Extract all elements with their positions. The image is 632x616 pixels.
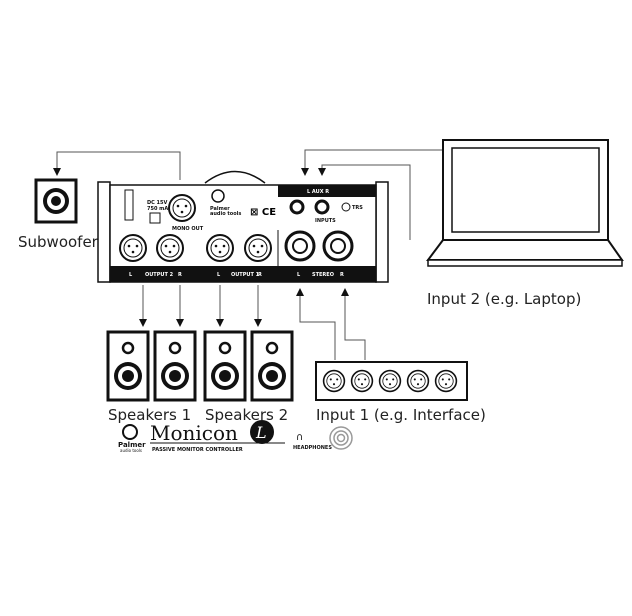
svg-text:DC 15V: DC 15V: [147, 200, 168, 206]
speaker-1-right: [153, 330, 197, 402]
svg-text:Monicon: Monicon: [150, 421, 238, 445]
ce-mark: ⊠ CE: [250, 207, 276, 218]
input2-label: Input 2 (e.g. Laptop): [427, 290, 581, 308]
speakers2-label: Speakers 2: [205, 406, 288, 424]
svg-text:L AUX R: L AUX R: [307, 189, 329, 195]
svg-text:R: R: [340, 272, 344, 278]
svg-text:R: R: [178, 272, 182, 278]
svg-text:Palmer: Palmer: [210, 206, 230, 212]
speaker-2-right: [250, 330, 294, 402]
svg-text:PASSIVE MONITOR CONTROLLER: PASSIVE MONITOR CONTROLLER: [152, 447, 243, 453]
svg-text:OUTPUT 1: OUTPUT 1: [231, 272, 260, 278]
svg-text:750 mA: 750 mA: [147, 206, 168, 212]
svg-text:OUTPUT 2: OUTPUT 2: [145, 272, 174, 278]
svg-text:Palmer: Palmer: [118, 441, 146, 449]
svg-text:audio tools: audio tools: [120, 448, 142, 453]
subwoofer: [34, 178, 78, 224]
svg-text:R: R: [258, 272, 262, 278]
audio-interface: [315, 361, 468, 401]
svg-text:L: L: [129, 272, 133, 278]
svg-text:TRS: TRS: [352, 205, 363, 211]
svg-text:L: L: [217, 272, 221, 278]
svg-text:INPUTS: INPUTS: [315, 218, 336, 224]
svg-text:HEADPHONES: HEADPHONES: [293, 445, 332, 451]
speaker-2-left: [203, 330, 247, 402]
svg-text:MONO OUT: MONO OUT: [172, 226, 204, 232]
monicon-device-rear-panel: L AUX R TRS INPUTS DC 15V 750 mA MONO OU…: [97, 170, 389, 283]
subwoofer-label: Subwoofer: [18, 233, 99, 251]
svg-text:L: L: [255, 423, 267, 442]
laptop: [426, 139, 624, 267]
cables: [53, 149, 443, 360]
speakers1-label: Speakers 1: [108, 406, 191, 424]
svg-text:audio tools: audio tools: [210, 211, 241, 217]
input1-label: Input 1 (e.g. Interface): [316, 406, 486, 424]
svg-text:L: L: [297, 272, 301, 278]
monicon-logo: Palmer audio tools Monicon L PASSIVE MON…: [118, 420, 353, 453]
svg-text:STEREO: STEREO: [312, 272, 334, 278]
speaker-1-left: [106, 330, 150, 402]
headphones-icon: ∩: [296, 432, 303, 443]
